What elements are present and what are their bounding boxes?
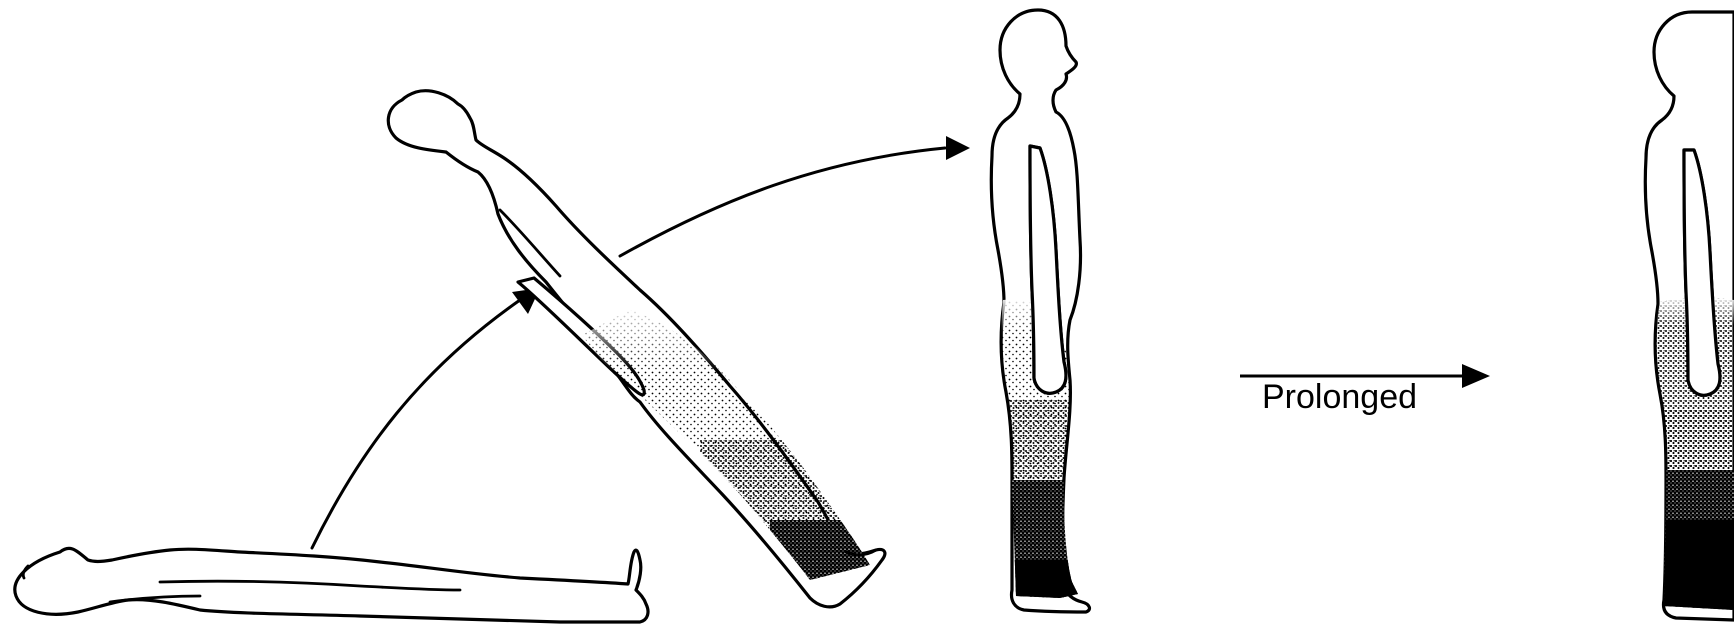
standing-figure (990, 10, 1090, 615)
prolonged-label: Prolonged (1262, 378, 1417, 417)
arrow-supine-to-tilt (312, 288, 540, 548)
supine-figure (15, 548, 648, 622)
arrow-tilt-to-standing (620, 136, 970, 256)
arrowhead-icon (1462, 364, 1490, 388)
arrowhead-icon (946, 136, 970, 160)
prolonged-standing-figure (1645, 12, 1734, 628)
